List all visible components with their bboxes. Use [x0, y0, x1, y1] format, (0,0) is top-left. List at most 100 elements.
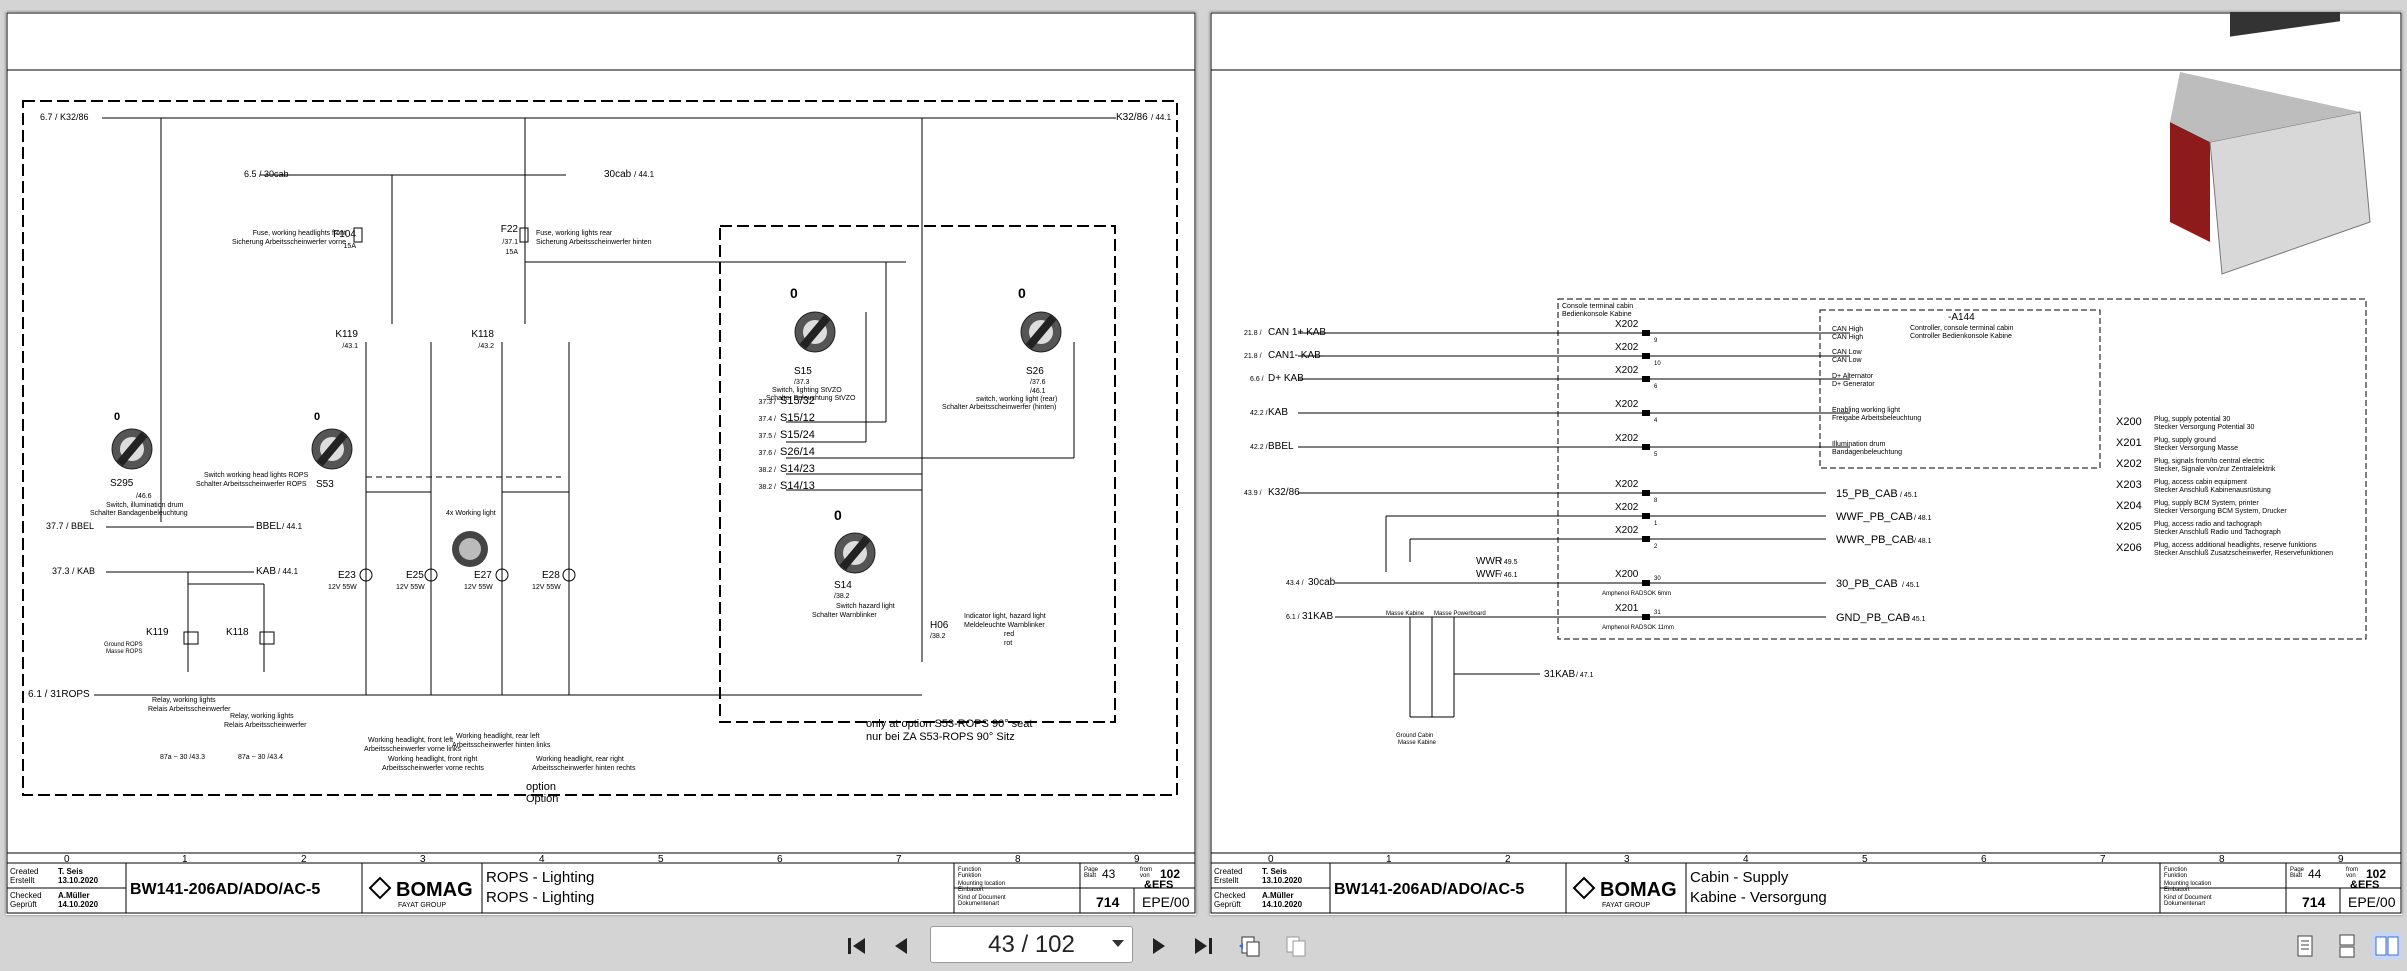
- lamp-rear-right-desc1: Working headlight, rear right: [536, 756, 624, 763]
- svg-text:43: 43: [1102, 867, 1116, 881]
- pdf-page-44: Console terminal cabin Bedienkonsole Kab…: [1210, 12, 2402, 915]
- masse-kabine: Masse Kabine: [1386, 611, 1425, 617]
- svg-text:30_PB_CAB: 30_PB_CAB: [1836, 578, 1898, 590]
- next-page-icon[interactable]: [1143, 932, 1173, 960]
- work-light-label: 4x Working light: [446, 510, 496, 517]
- svg-text:Erstellt: Erstellt: [10, 876, 35, 885]
- svg-text:2: 2: [1505, 854, 1511, 865]
- option-en: option: [526, 781, 556, 793]
- ref-kab-right-ref: / 44.1: [278, 567, 299, 576]
- svg-text:BW141-206AD/ADO/AC-5: BW141-206AD/ADO/AC-5: [130, 881, 320, 898]
- svg-text:15_PB_CAB: 15_PB_CAB: [1836, 488, 1898, 500]
- switch-s15-ref: /37.3: [794, 379, 810, 386]
- svg-text:from: from: [2346, 867, 2358, 873]
- relay-k119-desc2: Relais Arbeitsscheinwerfer: [148, 706, 231, 713]
- console-terminal-image: [2170, 12, 2371, 275]
- controller-a144-desc1: Controller, console terminal cabin: [1910, 325, 2014, 332]
- indicator-h06-rot: rot: [1004, 640, 1012, 647]
- bomag-logo: BOMAG FAYAT GROUP: [368, 876, 473, 909]
- previous-page-icon[interactable]: [887, 932, 917, 960]
- switch-s26-ref2: /46.1: [1030, 388, 1046, 395]
- svg-text:S14/23: S14/23: [780, 463, 815, 475]
- svg-text:Einbauort: Einbauort: [958, 887, 984, 893]
- relay-xref-1: 87a ~ 30 /43.3: [160, 754, 205, 761]
- lamp-e27-label: E27: [474, 570, 492, 581]
- s15-position-zero: 0: [790, 285, 798, 301]
- switch-s295-label: S295: [110, 478, 134, 489]
- svg-text:X202: X202: [1615, 433, 1639, 444]
- svg-text:BW141-206AD/ADO/AC-5: BW141-206AD/ADO/AC-5: [1334, 881, 1524, 898]
- svg-text:KAB: KAB: [1268, 407, 1288, 418]
- svg-text:Kabine - Versorgung: Kabine - Versorgung: [1690, 889, 1827, 906]
- svg-text:1: 1: [182, 854, 188, 865]
- wwf-label: WWF: [1476, 569, 1501, 580]
- svg-text:GND_PB_CAB: GND_PB_CAB: [1836, 612, 1910, 624]
- svg-text:S26/14: S26/14: [780, 446, 815, 458]
- svg-text:5: 5: [1654, 452, 1658, 458]
- svg-text:37.6 /: 37.6 /: [758, 450, 776, 457]
- svg-text:/ 45.1: / 45.1: [1900, 492, 1918, 499]
- svg-text:Cabin - Supply: Cabin - Supply: [1690, 869, 1789, 886]
- svg-text:2: 2: [301, 854, 307, 865]
- lamp-front-left-desc1: Working headlight, front left: [368, 737, 453, 744]
- svg-text:Mounting location: Mounting location: [958, 881, 1005, 887]
- console-terminal-en: Console terminal cabin: [1562, 303, 1633, 310]
- schematic-cabin-supply: Console terminal cabin Bedienkonsole Kab…: [1210, 12, 2402, 914]
- svg-text:von: von: [1140, 873, 1150, 879]
- svg-text:CAN High: CAN High: [1832, 334, 1863, 341]
- continuous-page-icon[interactable]: [2332, 932, 2362, 960]
- console-terminal-de: Bedienkonsole Kabine: [1562, 311, 1632, 318]
- relay-k118-desc1: Relay, working lights: [230, 713, 294, 720]
- s53-position-zero: 0: [314, 411, 320, 423]
- two-page-icon[interactable]: [2372, 932, 2402, 960]
- svg-text:ROPS - Lighting: ROPS - Lighting: [486, 869, 594, 886]
- svg-text:Geprüft: Geprüft: [10, 900, 37, 909]
- svg-text:&EFS: &EFS: [2350, 879, 2379, 891]
- lamp-front-right-desc2: Arbeitsscheinwerfer vorne rechts: [382, 765, 484, 772]
- copy-page-icon[interactable]: [1281, 932, 1311, 960]
- svg-text:Plug, supply ground: Plug, supply ground: [2154, 437, 2216, 444]
- svg-text:Plug, access additional headli: Plug, access additional headlights, rese…: [2154, 542, 2317, 549]
- first-page-icon[interactable]: [843, 932, 873, 960]
- fuse-f104-label: F104: [333, 229, 356, 240]
- svg-text:102: 102: [1160, 867, 1180, 881]
- svg-text:Bandagenbeleuchtung: Bandagenbeleuchtung: [1832, 449, 1902, 456]
- relay-k119-label: K119: [335, 329, 358, 340]
- svg-text:38.2 /: 38.2 /: [758, 467, 776, 474]
- svg-text:BBEL: BBEL: [1268, 441, 1294, 452]
- option-note-de: nur bei ZA S53-ROPS 90° Sitz: [866, 731, 1015, 743]
- svg-text:FAYAT GROUP: FAYAT GROUP: [1602, 902, 1650, 909]
- svg-text:14.10.2020: 14.10.2020: [1262, 900, 1303, 909]
- switch-s15-desc2: Schalter Beleuchtung StVZO: [766, 395, 856, 402]
- svg-text:6: 6: [1981, 854, 1987, 865]
- svg-text:Freigabe Arbeitsbeleuchtung: Freigabe Arbeitsbeleuchtung: [1832, 415, 1921, 422]
- svg-text:/ 45.1: / 45.1: [1902, 582, 1920, 589]
- single-page-icon[interactable]: [2290, 932, 2320, 960]
- svg-text:38.2 /: 38.2 /: [758, 484, 776, 491]
- chevron-down-icon: [1112, 940, 1124, 947]
- svg-text:37.5 /: 37.5 /: [758, 433, 776, 440]
- svg-text:Blatt: Blatt: [2290, 873, 2302, 879]
- schematic-rops-lighting: 6.7 / K32/86 K32/86 / 44.1 6.5 / 30cab 3…: [6, 12, 1196, 914]
- svg-text:21.8 /: 21.8 /: [1244, 330, 1262, 337]
- page-number-select[interactable]: 43 / 102: [930, 926, 1133, 963]
- svg-text:T. Seis: T. Seis: [1262, 867, 1287, 876]
- option-de: Option: [526, 793, 558, 805]
- svg-text:9: 9: [2338, 854, 2344, 865]
- svg-text:X202: X202: [1615, 319, 1639, 330]
- lamp-e27-rating: 12V 55W: [464, 584, 493, 591]
- ground-cabin-de: Masse Kabine: [1398, 740, 1437, 746]
- switch-s26-label: S26: [1026, 366, 1044, 377]
- title-block: Created Erstellt T. Seis 13.10.2020 Chec…: [1214, 867, 2396, 910]
- rotate-page-icon[interactable]: [1235, 932, 1265, 960]
- svg-text:5: 5: [1862, 854, 1868, 865]
- last-page-icon[interactable]: [1187, 932, 1217, 960]
- svg-text:EPE/00: EPE/00: [2348, 894, 2396, 910]
- relay-k118-coil-label: K118: [226, 627, 249, 638]
- switch-s15-label: S15: [794, 366, 812, 377]
- svg-text:T. Seis: T. Seis: [58, 867, 83, 876]
- svg-text:S15/24: S15/24: [780, 429, 815, 441]
- svg-text:WWR_PB_CAB: WWR_PB_CAB: [1836, 534, 1914, 546]
- svg-text:A.Müller: A.Müller: [1262, 891, 1294, 900]
